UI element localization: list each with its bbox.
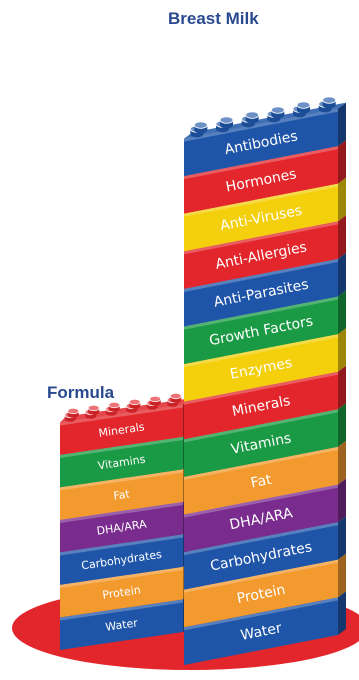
breast-milk-block-side — [338, 553, 346, 598]
formula-stud-top — [169, 392, 182, 400]
breast-milk-block-side — [338, 140, 346, 184]
breast-milk-block-face — [184, 146, 338, 214]
breast-milk-block-side — [338, 365, 346, 410]
breast-milk-block-face — [184, 108, 338, 177]
breast-milk-block-anti-viruses: Anti-Viruses — [184, 177, 346, 252]
breast-milk-block-side — [338, 177, 346, 222]
formula-block-highlight — [60, 502, 183, 523]
breast-milk-block-water: Water — [184, 591, 346, 665]
breast-milk-block-enzymes: Enzymes — [184, 328, 346, 402]
breast-milk-block-minerals: Minerals — [184, 365, 346, 440]
breast-milk-block-anti-allergies: Anti-Allergies — [184, 215, 346, 289]
breast-milk-block-side — [338, 516, 346, 560]
breast-milk-stud-top — [219, 116, 234, 124]
formula-block-highlight — [60, 469, 183, 491]
breast-milk-block-face — [184, 409, 338, 477]
breast-milk-block-face — [184, 371, 338, 440]
breast-milk-block-highlight — [184, 146, 338, 180]
breast-milk-block-highlight — [184, 259, 338, 292]
breast-milk-block-highlight — [184, 183, 338, 217]
formula-block-highlight — [60, 437, 183, 458]
formula-label-protein: Protein — [102, 583, 142, 601]
formula-label-water: Water — [105, 616, 140, 634]
breast-milk-block-anti-parasites: Anti-Parasites — [184, 253, 346, 327]
breast-milk-block-highlight — [184, 522, 338, 556]
formula-block-face — [60, 502, 183, 553]
breast-milk-block-side — [338, 591, 346, 635]
formula-stud-top — [108, 401, 121, 409]
formula-top-studs — [60, 392, 189, 423]
breast-milk-block-highlight — [184, 296, 338, 330]
formula-block-face — [60, 534, 183, 585]
breast-milk-block-face — [184, 522, 338, 590]
formula-stud-top — [67, 407, 80, 415]
breast-milk-stud-top — [322, 96, 337, 104]
breast-milk-block-face — [184, 221, 338, 289]
breast-milk-block-highlight — [184, 597, 338, 631]
formula-block-face — [60, 437, 183, 488]
breast-milk-block-face — [184, 484, 338, 553]
breast-milk-block-side — [338, 328, 346, 372]
breast-milk-block-highlight — [184, 221, 338, 255]
breast-milk-stud-base — [220, 121, 233, 129]
breast-milk-stud-top — [270, 106, 285, 114]
breast-milk-block-protein: Protein — [184, 553, 346, 628]
breast-milk-block-vitamins: Vitamins — [184, 403, 346, 477]
breast-milk-block-face — [184, 447, 338, 515]
breast-milk-block-fat: Fat — [184, 441, 346, 515]
breast-milk-stud-top — [296, 101, 311, 109]
breast-milk-block-face — [184, 259, 338, 327]
breast-milk-block-highlight — [184, 371, 338, 405]
breast-milk-block-dha-ara: DHA/ARA — [184, 478, 346, 553]
formula-block-face — [60, 567, 183, 618]
formula-block-protein: Protein — [60, 561, 189, 618]
formula-block-face — [60, 404, 183, 455]
breast-milk-label-fat: Fat — [249, 472, 273, 492]
breast-milk-stud-base — [322, 101, 336, 109]
breast-milk-block-highlight — [184, 559, 338, 593]
breast-milk-block-side — [338, 478, 346, 523]
breast-milk-block-hormones: Hormones — [184, 140, 346, 214]
breast-milk-block-antibodies: Antibodies — [184, 102, 346, 177]
formula-stud-top — [128, 398, 141, 406]
formula-block-face — [60, 469, 183, 520]
breast-milk-block-side — [338, 253, 346, 297]
breast-milk-stud-base — [194, 126, 208, 134]
breast-milk-block-highlight — [184, 447, 338, 480]
breast-milk-stud-base — [271, 111, 285, 119]
breast-milk-block-face — [184, 334, 338, 402]
formula-stud-top — [149, 395, 162, 403]
breast-milk-label-water: Water — [239, 620, 283, 644]
breast-milk-block-side — [338, 290, 346, 335]
breast-milk-stud-base — [297, 106, 310, 114]
breast-milk-block-face — [184, 597, 338, 665]
breast-milk-block-face — [184, 559, 338, 628]
breast-milk-block-side — [338, 403, 346, 447]
breast-milk-stud-base — [245, 116, 259, 124]
formula-stud-top — [87, 404, 100, 412]
breast-milk-stud-top — [245, 111, 260, 119]
breast-milk-block-face — [184, 296, 338, 365]
formula-stack: MineralsVitaminsFatDHA/ARACarbohydratesP… — [60, 392, 189, 650]
formula-title: Formula — [47, 383, 115, 402]
formula-block-face — [60, 599, 183, 650]
breast-milk-block-highlight — [184, 409, 338, 443]
breast-milk-stack: AntibodiesHormonesAnti-VirusesAnti-Aller… — [184, 96, 346, 665]
breast-milk-stud-top — [193, 121, 208, 129]
breast-milk-block-highlight — [184, 334, 338, 368]
breast-milk-block-side — [338, 102, 346, 147]
formula-block-carbohydrates: Carbohydrates — [60, 528, 189, 585]
breast-milk-block-highlight — [184, 484, 338, 518]
breast-milk-block-side — [338, 441, 346, 485]
formula-label-fat: Fat — [113, 487, 132, 502]
breast-milk-block-side — [338, 215, 346, 259]
formula-block-highlight — [60, 599, 183, 621]
formula-block-highlight — [60, 567, 183, 588]
breast-milk-block-face — [184, 183, 338, 252]
breast-milk-block-growth-factors: Growth Factors — [184, 290, 346, 365]
formula-block-highlight — [60, 534, 183, 556]
breast-milk-top-studs — [184, 96, 346, 139]
breast-milk-title: Breast Milk — [168, 9, 259, 28]
